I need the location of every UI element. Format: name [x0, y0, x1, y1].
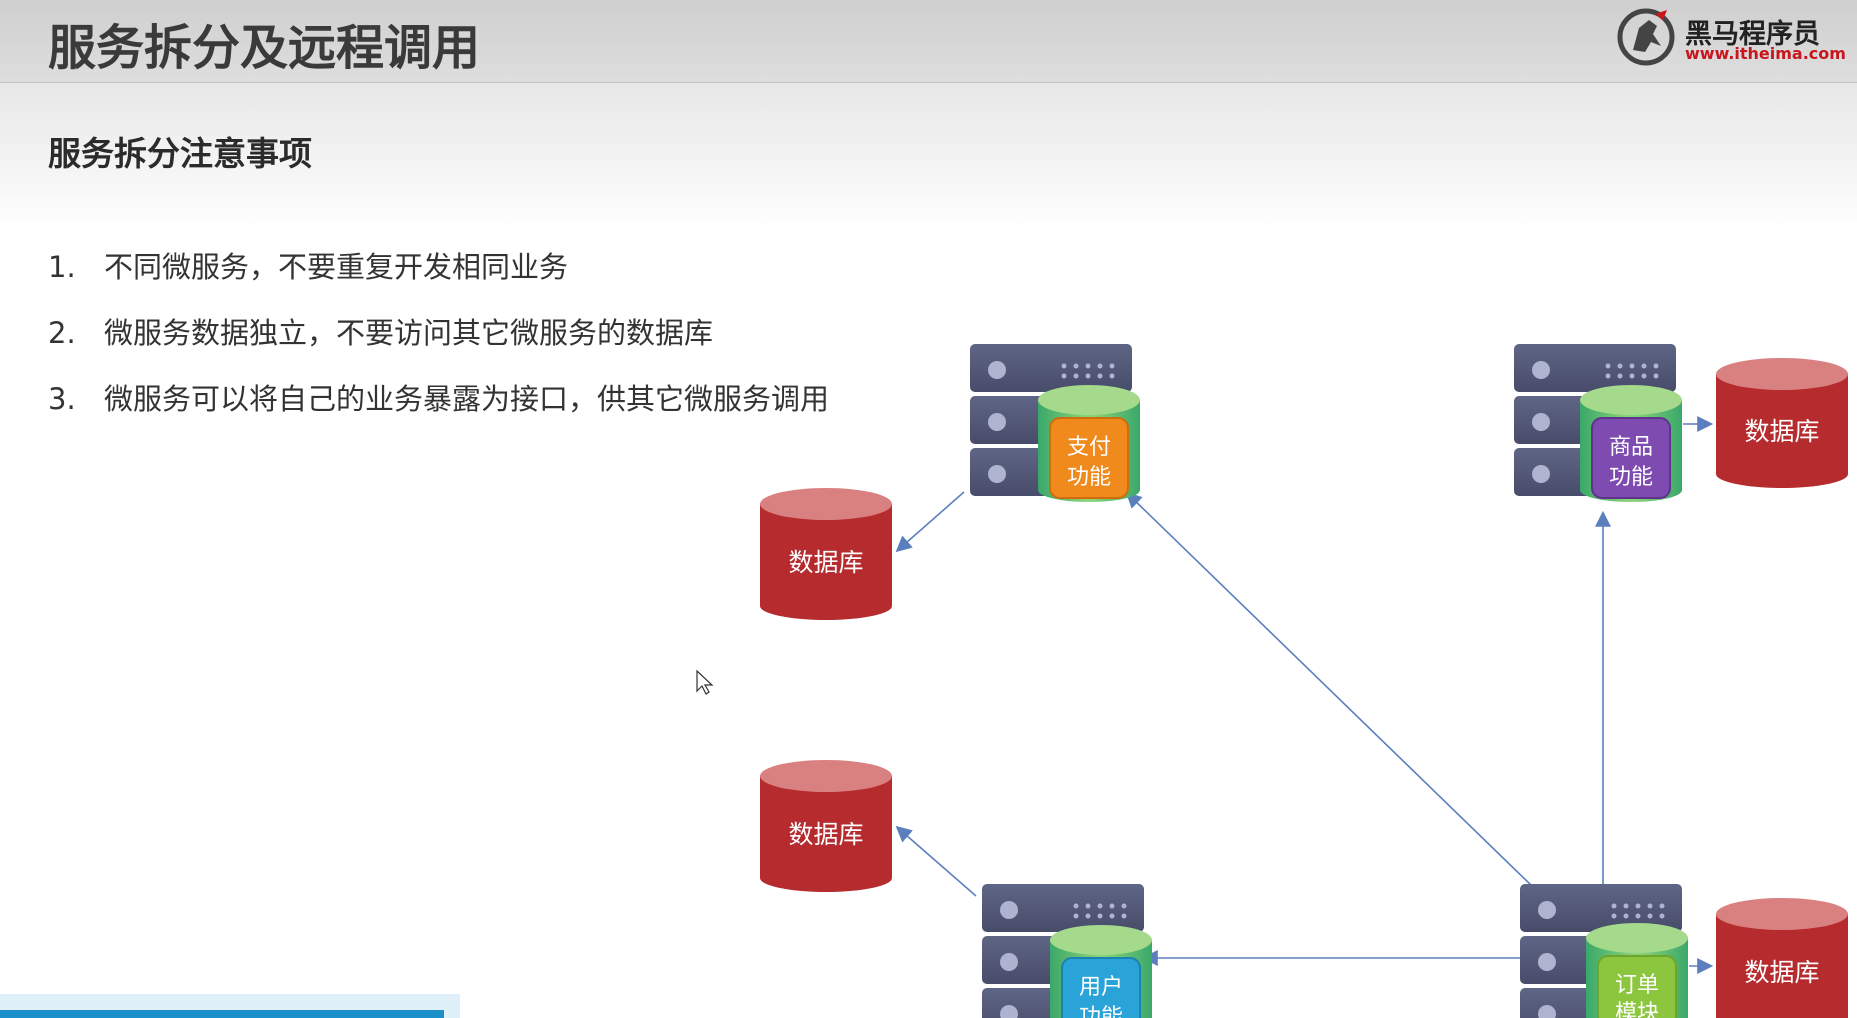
- logo-url: www.itheima.com: [1685, 44, 1846, 63]
- database-cylinder: 数据库: [1716, 898, 1848, 1018]
- list-item-number: 3.: [48, 382, 76, 416]
- content-band: [0, 83, 1857, 233]
- order-service: 订单 模块: [1520, 884, 1688, 1018]
- horse-logo-icon: [1617, 8, 1675, 66]
- database-cylinder: 数据库: [1716, 358, 1848, 488]
- database-cylinder: 数据库: [760, 760, 892, 892]
- list-item: 3. 微服务可以将自己的业务暴露为接口，供其它微服务调用: [48, 376, 829, 418]
- list-item-text: 微服务数据独立，不要访问其它微服务的数据库: [104, 316, 714, 350]
- section-subtitle: 服务拆分注意事项: [48, 134, 312, 173]
- database-label: 数据库: [1744, 417, 1819, 446]
- slide-title: 服务拆分及远程调用: [48, 20, 481, 76]
- database-label: 数据库: [788, 548, 863, 577]
- connection-arrows: [895, 416, 1714, 974]
- database-label: 数据库: [788, 820, 863, 849]
- product-service: 商品 功能: [1514, 344, 1682, 502]
- service-label-line2: 模块: [1615, 1001, 1659, 1018]
- arrow-payment-to-db: [895, 491, 965, 553]
- logo-name: 黑马程序员: [1685, 19, 1820, 50]
- list-item: 2. 微服务数据独立，不要访问其它微服务的数据库: [48, 310, 713, 352]
- service-label-line2: 功能: [1079, 1005, 1123, 1018]
- list-item-text: 不同微服务，不要重复开发相同业务: [104, 250, 569, 284]
- list-item-number: 2.: [48, 316, 76, 350]
- service-label-line1: 支付: [1067, 435, 1111, 460]
- arrow-user-to-db: [895, 825, 977, 897]
- service-label-line1: 用户: [1079, 975, 1123, 1000]
- database-cylinder: 数据库: [760, 488, 892, 620]
- mouse-cursor-icon: [696, 669, 714, 695]
- service-label-line1: 商品: [1609, 435, 1653, 460]
- service-label-line1: 订单: [1615, 973, 1659, 998]
- arrow-order-to-payment: [1125, 491, 1533, 887]
- payment-service: 支付 功能: [970, 344, 1140, 502]
- service-label-line2: 功能: [1067, 465, 1111, 490]
- user-service: 用户 功能: [982, 884, 1152, 1018]
- database-label: 数据库: [1744, 958, 1819, 987]
- service-label-line2: 功能: [1609, 465, 1653, 490]
- itheima-logo: 黑马程序员 www.itheima.com: [1615, 6, 1846, 66]
- list-item: 1. 不同微服务，不要重复开发相同业务: [48, 244, 568, 286]
- slide-header: 服务拆分及远程调用 黑马程序员 www.itheima.com: [0, 0, 1857, 83]
- list-item-number: 1.: [48, 250, 76, 284]
- list-item-text: 微服务可以将自己的业务暴露为接口，供其它微服务调用: [104, 382, 830, 416]
- progress-fill: [0, 1010, 444, 1018]
